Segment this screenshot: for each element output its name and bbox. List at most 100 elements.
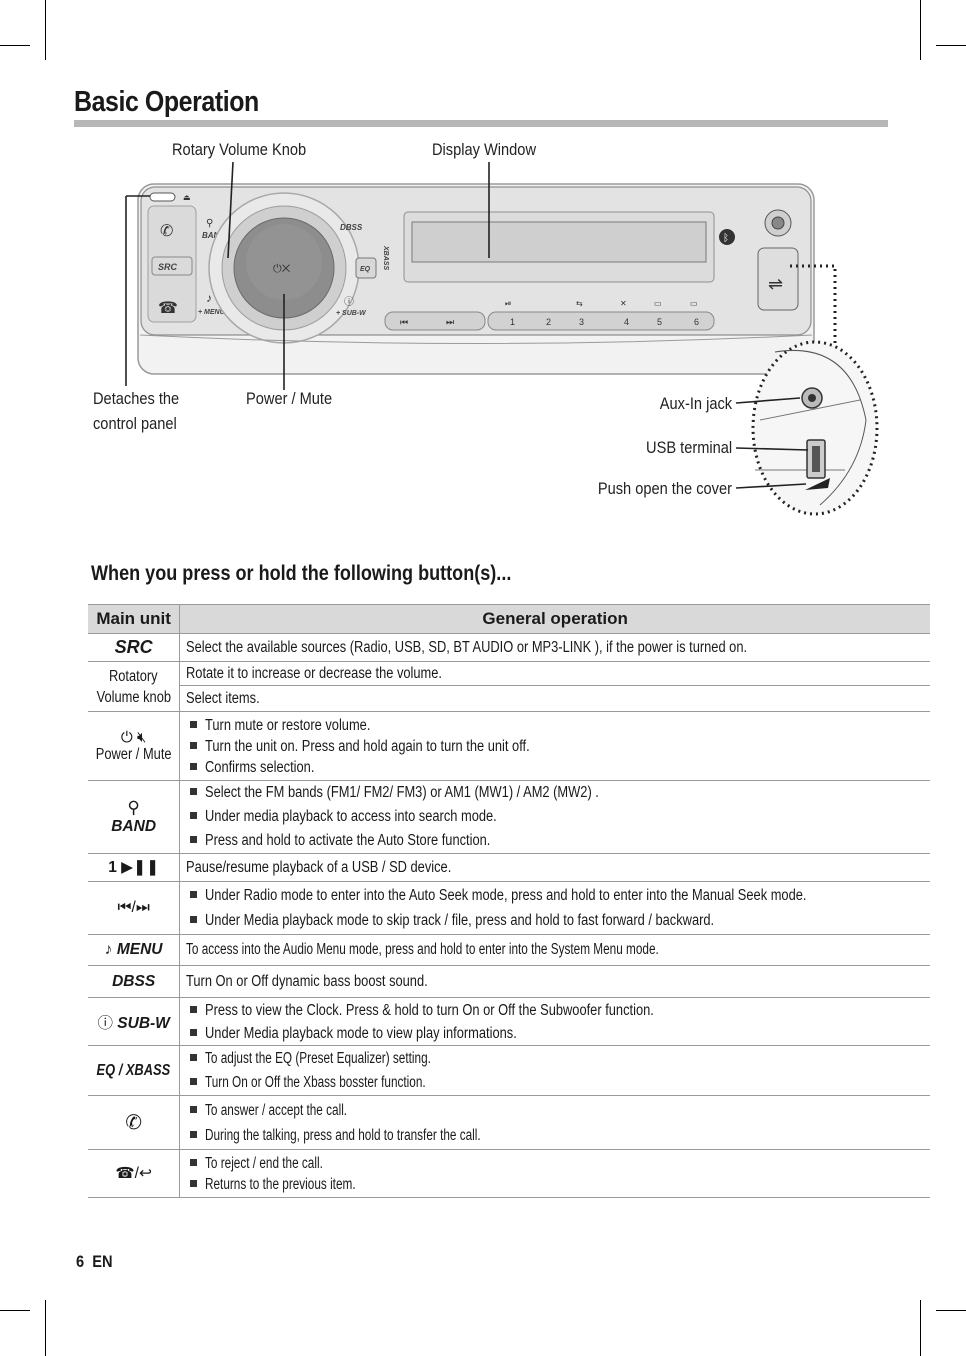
search-icon: ⚲ <box>127 798 140 817</box>
table-row: ⏮/⏭ Under Radio mode to enter into the A… <box>88 881 930 935</box>
desc-answer-call: To answer / accept the call. During the … <box>179 1095 930 1150</box>
seek-buttons <box>384 311 486 331</box>
preset-number-4: 4 <box>624 317 629 327</box>
desc-eq-xbass: To adjust the EQ (Preset Equalizer) sett… <box>179 1045 930 1096</box>
zoom-callout <box>751 340 879 516</box>
desc-subw: Press to view the Clock. Press & hold to… <box>179 997 930 1046</box>
table-row: ☎/↩ To reject / end the call. Returns to… <box>88 1149 930 1198</box>
key-volume-knob: Rotatory Volume knob <box>88 661 181 712</box>
key-menu: ♪ MENU <box>88 934 181 966</box>
info-icon: ⓘ <box>344 296 354 308</box>
seek-forward-icon: ⏭ <box>446 317 454 327</box>
key-band: ⚲ BAND <box>88 780 181 854</box>
eq-button <box>355 257 377 279</box>
key-answer-call: ✆ <box>88 1095 181 1150</box>
back-icon: ↩ <box>138 1165 152 1182</box>
desc-reject-back: To reject / end the call. Returns to the… <box>179 1149 930 1198</box>
desc-volume-rotate: Rotate it to increase or decrease the vo… <box>179 661 930 686</box>
key-eq-xbass: EQ / XBASS <box>88 1045 181 1096</box>
detach-button <box>149 192 176 202</box>
label-power-mute: Power / Mute <box>246 389 333 408</box>
preset-number-2: 2 <box>546 317 551 327</box>
band-button-label: BAND <box>202 231 225 240</box>
usb-icon: ⇌ <box>768 274 783 294</box>
crop-mark <box>45 0 46 60</box>
table-row: Rotatory Volume knob Rotate it to increa… <box>88 661 930 712</box>
table-row: 1 ▶❚❚ Pause/resume playback of a USB / S… <box>88 853 930 882</box>
label-aux-in-jack: Aux-In jack <box>659 394 732 413</box>
play-pause-icon: ▶❚❚ <box>121 859 160 876</box>
label-detach-line1: Detaches the <box>93 389 180 408</box>
bluetooth-icon <box>719 229 735 245</box>
reject-call-button-icon: ☎ <box>158 300 178 317</box>
table-row: ⓘ SUB-W Press to view the Clock. Press &… <box>88 997 930 1046</box>
section-heading: When you press or hold the following but… <box>91 562 512 585</box>
crop-mark <box>936 45 966 46</box>
desc-band: Select the FM bands (FM1/ FM2/ FM3) or A… <box>179 780 930 854</box>
subw-button-label: + SUB-W <box>336 310 367 317</box>
desc-play-pause: Pause/resume playback of a USB / SD devi… <box>179 853 930 882</box>
crop-mark <box>920 0 921 60</box>
desc-seek: Under Radio mode to enter into the Auto … <box>179 881 930 935</box>
table-row: DBSS Turn On or Off dynamic bass boost s… <box>88 965 930 998</box>
key-play-pause: 1 ▶❚❚ <box>88 853 181 882</box>
crop-mark <box>0 45 30 46</box>
dbss-button-label: DBSS <box>340 223 363 232</box>
menu-button-label: + MENU <box>198 309 226 316</box>
key-reject-back: ☎/↩ <box>88 1149 181 1198</box>
head-unit-diagram: ⏏ ✆ SRC ☎ ⚲ BAND ♪ + MENU ⏻✕ DBSS EQ XBA… <box>125 161 879 516</box>
desc-dbss: Turn On or Off dynamic bass boost sound. <box>179 965 930 998</box>
preset-number-6: 6 <box>694 317 699 327</box>
src-button-label: SRC <box>158 262 178 272</box>
music-note-icon: ♪ <box>104 941 113 958</box>
title-rule <box>74 120 888 127</box>
table-row: ✆ To answer / accept the call. During th… <box>88 1095 930 1150</box>
header-general-operation: General operation <box>179 604 930 634</box>
header-main-unit: Main unit <box>88 604 181 634</box>
seek-forward-icon: ⏭ <box>135 899 150 916</box>
table-row: ⏻ 🔇︎ Power / Mute Turn mute or restore v… <box>88 711 930 781</box>
table-header-row: Main unit General operation <box>88 604 930 634</box>
table-row: ⚲ BAND Select the FM bands (FM1/ FM2/ FM… <box>88 780 930 854</box>
table-row: EQ / XBASS To adjust the EQ (Preset Equa… <box>88 1045 930 1096</box>
folder-up-icon: ▭ <box>690 299 698 308</box>
page-language: EN <box>92 1252 113 1271</box>
power-mute-icon: ⏻✕ <box>273 263 290 275</box>
label-detach-line2: control panel <box>93 414 177 433</box>
power-mute-icon: ⏻ 🔇︎ <box>120 728 147 746</box>
key-subw: ⓘ SUB-W <box>88 997 181 1046</box>
display-window <box>411 221 707 263</box>
label-push-open-cover: Push open the cover <box>597 479 732 498</box>
folder-down-icon: ▭ <box>654 299 662 308</box>
preset-number-1: 1 <box>510 317 515 327</box>
desc-power-mute: Turn mute or restore volume. Turn the un… <box>179 711 930 781</box>
play-pause-icon: ⏯ <box>505 299 511 308</box>
usb-cover <box>757 247 799 311</box>
crop-mark <box>920 1300 921 1356</box>
crop-mark <box>0 1310 30 1311</box>
table-row: SRC Select the available sources (Radio,… <box>88 633 930 662</box>
page-number: 6 <box>76 1252 85 1271</box>
key-dbss: DBSS <box>88 965 181 998</box>
seek-back-icon: ⏮ <box>117 899 132 916</box>
crop-mark <box>936 1310 966 1311</box>
answer-call-button-icon: ✆ <box>160 223 173 240</box>
table-row: Select items. <box>88 685 930 712</box>
key-src: SRC <box>88 633 181 662</box>
info-icon: ⓘ <box>97 1014 113 1032</box>
key-power-mute: ⏻ 🔇︎ Power / Mute <box>88 711 181 781</box>
desc-src: Select the available sources (Radio, USB… <box>179 633 930 662</box>
key-seek: ⏮/⏭ <box>88 881 181 935</box>
music-note-icon: ♪ <box>206 291 212 305</box>
preset-number-5: 5 <box>657 317 662 327</box>
svg-text:ᛒ: ᛒ <box>723 233 729 244</box>
preset-number-3: 3 <box>579 317 584 327</box>
repeat-icon: ⇆ <box>576 299 583 308</box>
table-row: ♪ MENU To access into the Audio Menu mod… <box>88 934 930 966</box>
svg-text:⏏: ⏏ <box>183 193 191 202</box>
xbass-label: XBASS <box>382 245 389 270</box>
page-title: Basic Operation <box>74 86 259 118</box>
preset-buttons <box>487 311 715 331</box>
operations-table: Main unit General operation SRC Select t… <box>88 604 930 1198</box>
search-icon: ⚲ <box>206 218 213 229</box>
